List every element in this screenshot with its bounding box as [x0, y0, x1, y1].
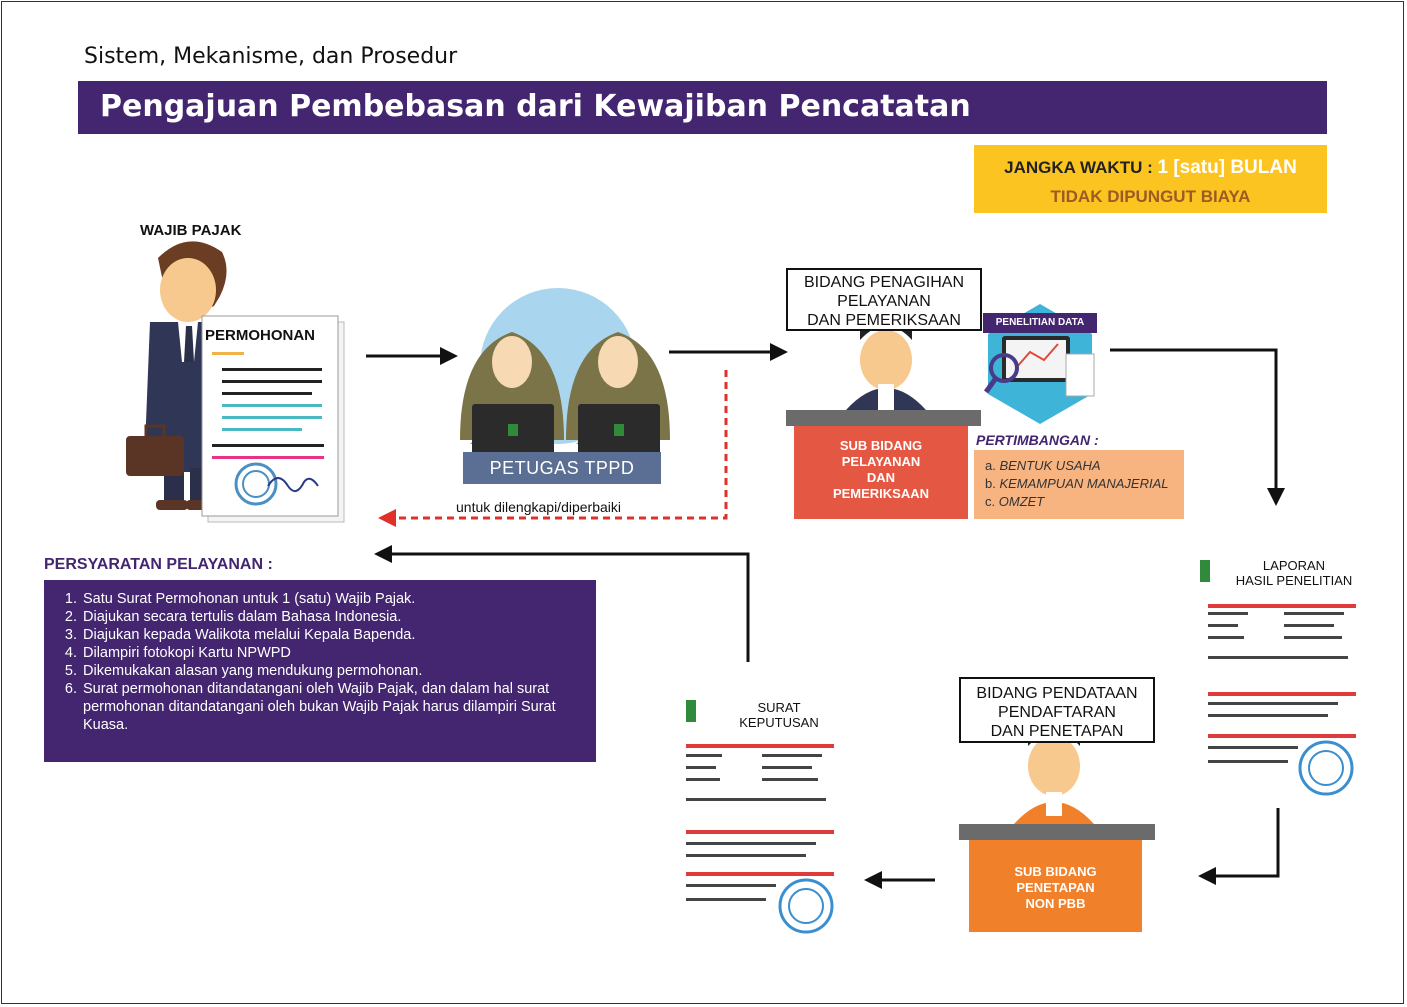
desk-penetapan-line-1: SUB BIDANG — [1014, 864, 1097, 879]
desk-penetapan: SUB BIDANG PENETAPAN NON PBB — [969, 840, 1142, 932]
requirements-box: Satu Surat Permohonan untuk 1 (satu) Waj… — [44, 580, 596, 762]
desk-pelayanan-line-3: DAN — [866, 470, 896, 485]
bidang-penagihan-line-3: DAN PEMERIKSAAN — [807, 312, 961, 329]
requirements-title: PERSYARATAN PELAYANAN : — [44, 556, 273, 573]
surat-keputusan-label: SURAT KEPUTUSAN — [739, 700, 819, 730]
requirement-item: Satu Surat Permohonan untuk 1 (satu) Waj… — [81, 590, 596, 608]
requirement-item: Surat permohonan ditandatangani oleh Waj… — [81, 680, 603, 734]
desk-pelayanan-line-1: SUB BIDANG — [839, 438, 923, 453]
desk-pelayanan: SUB BIDANG PELAYANAN DAN PEMERIKSAAN — [794, 426, 968, 519]
requirement-item: Diajukan secara tertulis dalam Bahasa In… — [81, 608, 596, 626]
requirement-item: Dilampiri fotokopi Kartu NPWPD — [81, 644, 596, 662]
pertimbangan-item: KEMAMPUAN MANAJERIAL — [999, 476, 1169, 491]
desk-pelayanan-line-2: PELAYANAN — [841, 454, 921, 469]
permohonan-document — [201, 315, 345, 523]
taxpayer-label: WAJIB PAJAK — [140, 222, 242, 239]
research-graphic — [983, 304, 1095, 424]
petugas-figures — [460, 288, 670, 456]
page-subtitle: Sistem, Mekanisme, dan Prosedur — [84, 44, 458, 69]
pertimbangan-item: BENTUK USAHA — [999, 458, 1101, 473]
return-note: untuk dilengkapi/diperbaiki — [456, 499, 621, 515]
return-arrow — [392, 370, 728, 520]
requirement-item: Dikemukakan alasan yang mendukung permoh… — [81, 662, 596, 680]
desk-penetapan-line-3: NON PBB — [1025, 896, 1086, 911]
title-banner: Pengajuan Pembebasan dari Kewajiban Penc… — [78, 81, 1327, 134]
requirement-item: Diajukan kepada Walikota melalui Kepala … — [81, 626, 596, 644]
bidang-pendataan-line-1: BIDANG PENDATAAN — [976, 685, 1138, 702]
officer-figure-1 — [786, 321, 981, 426]
bidang-penagihan-box: BIDANG PENAGIHAN PELAYANAN DAN PEMERIKSA… — [786, 268, 982, 331]
laporan-label: LAPORAN HASIL PENELITIAN — [1235, 558, 1353, 588]
pertimbangan-item: OMZET — [998, 494, 1045, 509]
bidang-pendataan-line-2: PENDAFTARAN — [998, 704, 1116, 721]
desk-pelayanan-line-4: PEMERIKSAAN — [832, 486, 930, 501]
arrow-6 — [390, 552, 750, 662]
duration-value: 1 [satu] BULAN — [1157, 157, 1297, 178]
fee-label: TIDAK DIPUNGUT BIAYA — [1050, 187, 1251, 206]
bidang-penagihan-line-2: PELAYANAN — [837, 293, 931, 310]
info-box: JANGKA WAKTU : 1 [satu] BULAN TIDAK DIPU… — [974, 145, 1327, 213]
page-title: Pengajuan Pembebasan dari Kewajiban Penc… — [100, 89, 971, 124]
petugas-label: PETUGAS TPPD — [463, 452, 661, 484]
arrow-3 — [1110, 348, 1278, 490]
arrow-4 — [1214, 808, 1280, 878]
pertimbangan-title: PERTIMBANGAN : — [976, 432, 1099, 448]
bidang-penagihan-line-1: BIDANG PENAGIHAN — [803, 274, 965, 291]
desk-penetapan-line-2: PENETAPAN — [1016, 880, 1095, 895]
bidang-pendataan-line-3: DAN PENETAPAN — [990, 723, 1124, 740]
duration-label: JANGKA WAKTU — [1004, 158, 1143, 177]
permohonan-label: PERMOHONAN — [205, 327, 316, 344]
pertimbangan-box: a. BENTUK USAHA b. KEMAMPUAN MANAJERIAL … — [974, 450, 1184, 519]
bidang-pendataan-box: BIDANG PENDATAAN PENDAFTARAN DAN PENETAP… — [959, 677, 1155, 743]
officer-figure-2 — [959, 727, 1155, 840]
research-tag: PENELITIAN DATA — [983, 313, 1097, 333]
surat-keputusan-document — [686, 700, 834, 934]
laporan-document — [1200, 560, 1356, 796]
